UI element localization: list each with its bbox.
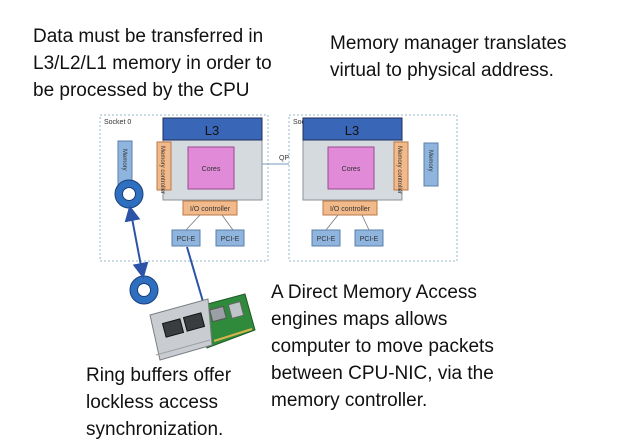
socket-1-pcie-left (311, 229, 341, 247)
socket-1-io-controller (322, 200, 378, 216)
socket-0-pcie-right-label: PCI-E (221, 236, 240, 243)
socket-0-pcie-left (171, 229, 201, 247)
nic-card (149, 293, 256, 361)
socket-1-memory-controller (393, 141, 409, 191)
socket-0-memory-controller-label: Memory controller (159, 146, 165, 194)
socket-0-io-controller (182, 200, 238, 216)
socket-1-pcie-right-label: PCI-E (360, 236, 379, 243)
socket-1-cores (327, 146, 375, 190)
socket-1-l3-cache (302, 117, 403, 141)
socket-1-l3-label: L3 (345, 123, 359, 138)
qpi-label: QPI (279, 155, 291, 162)
socket-1-pcie-right (354, 229, 384, 247)
socket-0-io-controller-label: I/O controller (190, 206, 231, 213)
socket-1-io-controller-label: I/O controller (330, 206, 371, 213)
socket-0-l3-label: L3 (205, 123, 219, 138)
socket-1-memory-label: Memory (427, 150, 433, 172)
socket-1-memory-controller-label: Memory controller (396, 146, 402, 194)
socket-0-memory-controller (156, 141, 172, 191)
ring-buffer-bottom (129, 275, 159, 305)
socket-1-pcie-left-label: PCI-E (317, 236, 336, 243)
socket-0-l3-cache (162, 117, 263, 141)
ring-buffer-top (114, 179, 144, 209)
socket-0-memory-label: Memory (121, 149, 127, 171)
ring-buffers-annotation: Ring buffers offer lockless access synch… (86, 365, 232, 440)
socket-0-cores (187, 146, 235, 190)
socket-0-cores-label: Cores (202, 166, 221, 173)
dma-annotation: A Direct Memory Access engines maps allo… (271, 282, 494, 411)
socket-0-label: Socket 0 (104, 119, 131, 126)
socket-1-memory (423, 142, 439, 187)
memory-manager-annotation: Memory manager translates virtual to phy… (330, 33, 567, 81)
cpu-memory-annotation: Data must be transferred in L3/L2/L1 mem… (33, 26, 272, 101)
ring-buffer-arrow (124, 205, 149, 279)
socket-0-pcie-right (215, 229, 245, 247)
pcie-nic-connection (186, 246, 205, 306)
socket-1: Socket 1 L3 Cores Memory controller Memo… (288, 114, 458, 262)
socket-0-pcie-left-label: PCI-E (177, 236, 196, 243)
socket-1-cores-label: Cores (342, 166, 361, 173)
